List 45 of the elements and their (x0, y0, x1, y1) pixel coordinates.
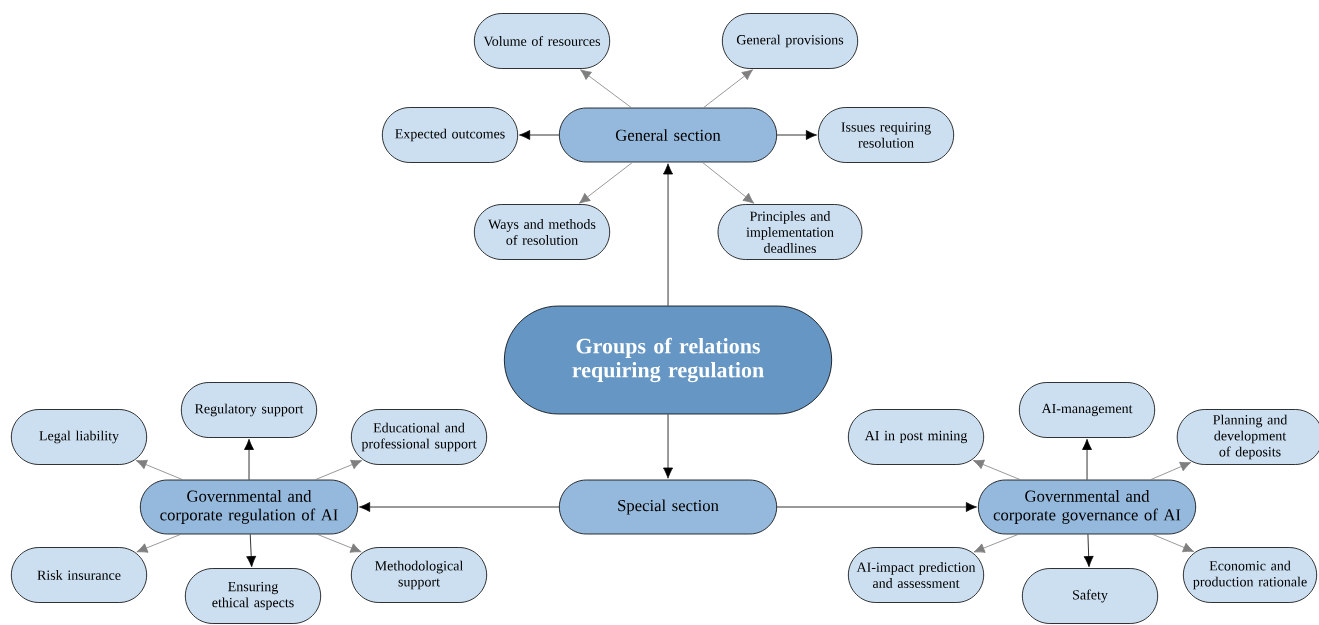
arrow (359, 502, 560, 512)
topic-node: Economic and production rationale (1182, 547, 1318, 603)
topic-node: Planning and development of deposits (1176, 409, 1319, 465)
topic-node: AI-impact prediction and assessment (847, 547, 985, 603)
topic-node: Educational and professional support (350, 409, 488, 465)
section-node: Governmental and corporate regulation of AI (139, 479, 359, 535)
arrow (317, 534, 362, 553)
topic-node: Risk insurance (10, 547, 148, 603)
arrow (1152, 534, 1195, 553)
topic-node: Volume of resources (473, 13, 611, 69)
root-node: Groups of relations requiring regulation (503, 305, 833, 415)
arrow (973, 534, 1019, 553)
arrow (776, 502, 977, 512)
arrow (776, 130, 817, 140)
arrow (1150, 461, 1192, 480)
arrow (315, 459, 363, 480)
arrow (244, 438, 254, 480)
arrow (1083, 534, 1094, 568)
topic-node: AI in post mining (847, 409, 985, 465)
topic-node: Regulatory support (180, 382, 318, 438)
arrow (519, 130, 560, 140)
topic-node: AI-management (1018, 382, 1156, 438)
arrow (703, 69, 754, 108)
arrow (663, 163, 673, 306)
arrow (972, 459, 1021, 480)
topic-node: Ensuring ethical aspects (184, 568, 322, 624)
topic-node: Safety (1021, 568, 1159, 624)
arrow (578, 162, 633, 204)
arrow (663, 414, 673, 479)
arrow (246, 534, 257, 568)
arrow (135, 459, 183, 480)
arrow (580, 69, 632, 108)
arrow (136, 534, 181, 553)
topic-node: Expected outcomes (381, 107, 519, 163)
section-node: Special section (558, 479, 778, 535)
topic-node: Methodological support (350, 547, 488, 603)
topic-node: General provisions (721, 13, 859, 69)
topic-node: Principles and implementation deadlines (717, 204, 863, 260)
topic-node: Issues requiring resolution (817, 107, 955, 163)
section-node: Governmental and corporate governance of AI (977, 479, 1197, 535)
arrow (702, 162, 755, 204)
topic-node: Legal liability (10, 409, 148, 465)
arrow (1082, 438, 1092, 480)
section-node: General section (558, 107, 778, 163)
topic-node: Ways and methods of resolution (473, 204, 611, 260)
